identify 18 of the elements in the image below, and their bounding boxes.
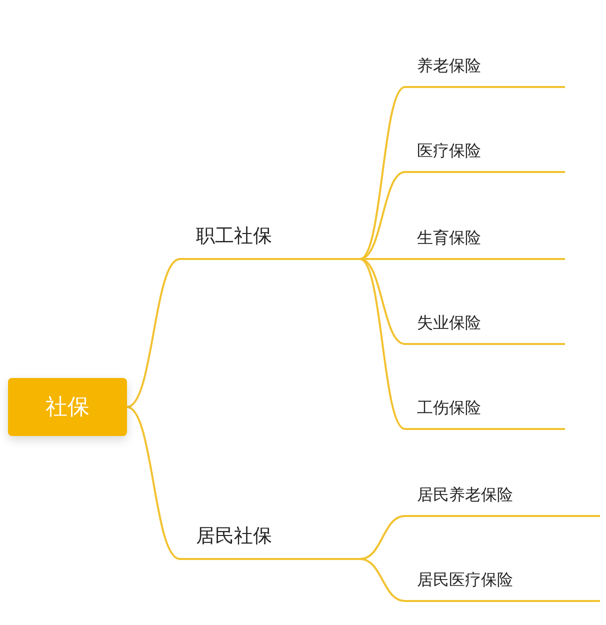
- branch-line: [359, 258, 406, 430]
- topic-label: 居民养老保险: [405, 475, 600, 517]
- branch-line: [360, 258, 406, 345]
- branch-line: [360, 515, 406, 560]
- topic-label: 居民社保: [180, 514, 360, 560]
- topic-label: 失业保险: [405, 303, 565, 345]
- topic-label: 养老保险: [405, 46, 565, 88]
- branch-line: [126, 258, 180, 408]
- branch-line: [360, 171, 406, 260]
- topic-label: 职工社保: [180, 214, 360, 260]
- topic-label: 居民医疗保险: [405, 560, 600, 602]
- topic-label: 生育保险: [405, 218, 565, 260]
- root-topic-box: 社保: [8, 378, 127, 436]
- topic-label: 工伤保险: [405, 388, 565, 430]
- branch-line: [359, 86, 406, 260]
- branch-line: [126, 406, 180, 560]
- topic-label: 医疗保险: [405, 131, 565, 173]
- branch-line: [360, 558, 406, 602]
